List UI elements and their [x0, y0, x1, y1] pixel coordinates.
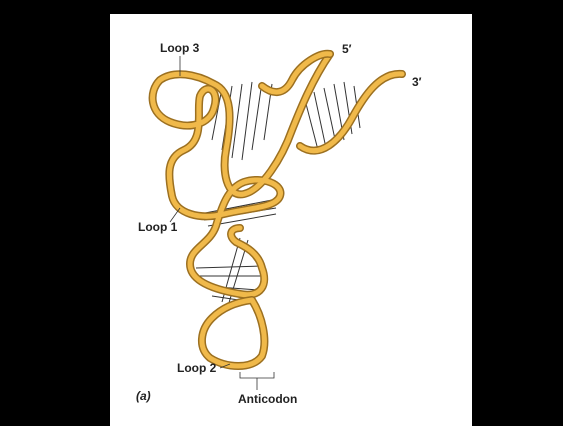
label-loop2: Loop 2	[177, 361, 217, 375]
anticodon-bracket	[240, 372, 274, 390]
frame-right	[472, 0, 563, 426]
figure-canvas: Loop 3 5′ 3′ Loop 1 Loop 2 (a) Anticodon	[110, 14, 472, 426]
label-three-prime: 3′	[412, 75, 422, 89]
label-five-prime: 5′	[342, 42, 352, 56]
label-anticodon: Anticodon	[238, 392, 297, 406]
label-loop3: Loop 3	[160, 41, 200, 55]
frame-left	[0, 0, 110, 426]
trna-backbone	[153, 54, 402, 366]
trna-diagram: Loop 3 5′ 3′ Loop 1 Loop 2 (a) Anticodon	[110, 14, 472, 426]
label-loop1: Loop 1	[138, 220, 178, 234]
panel-label: (a)	[136, 389, 151, 403]
